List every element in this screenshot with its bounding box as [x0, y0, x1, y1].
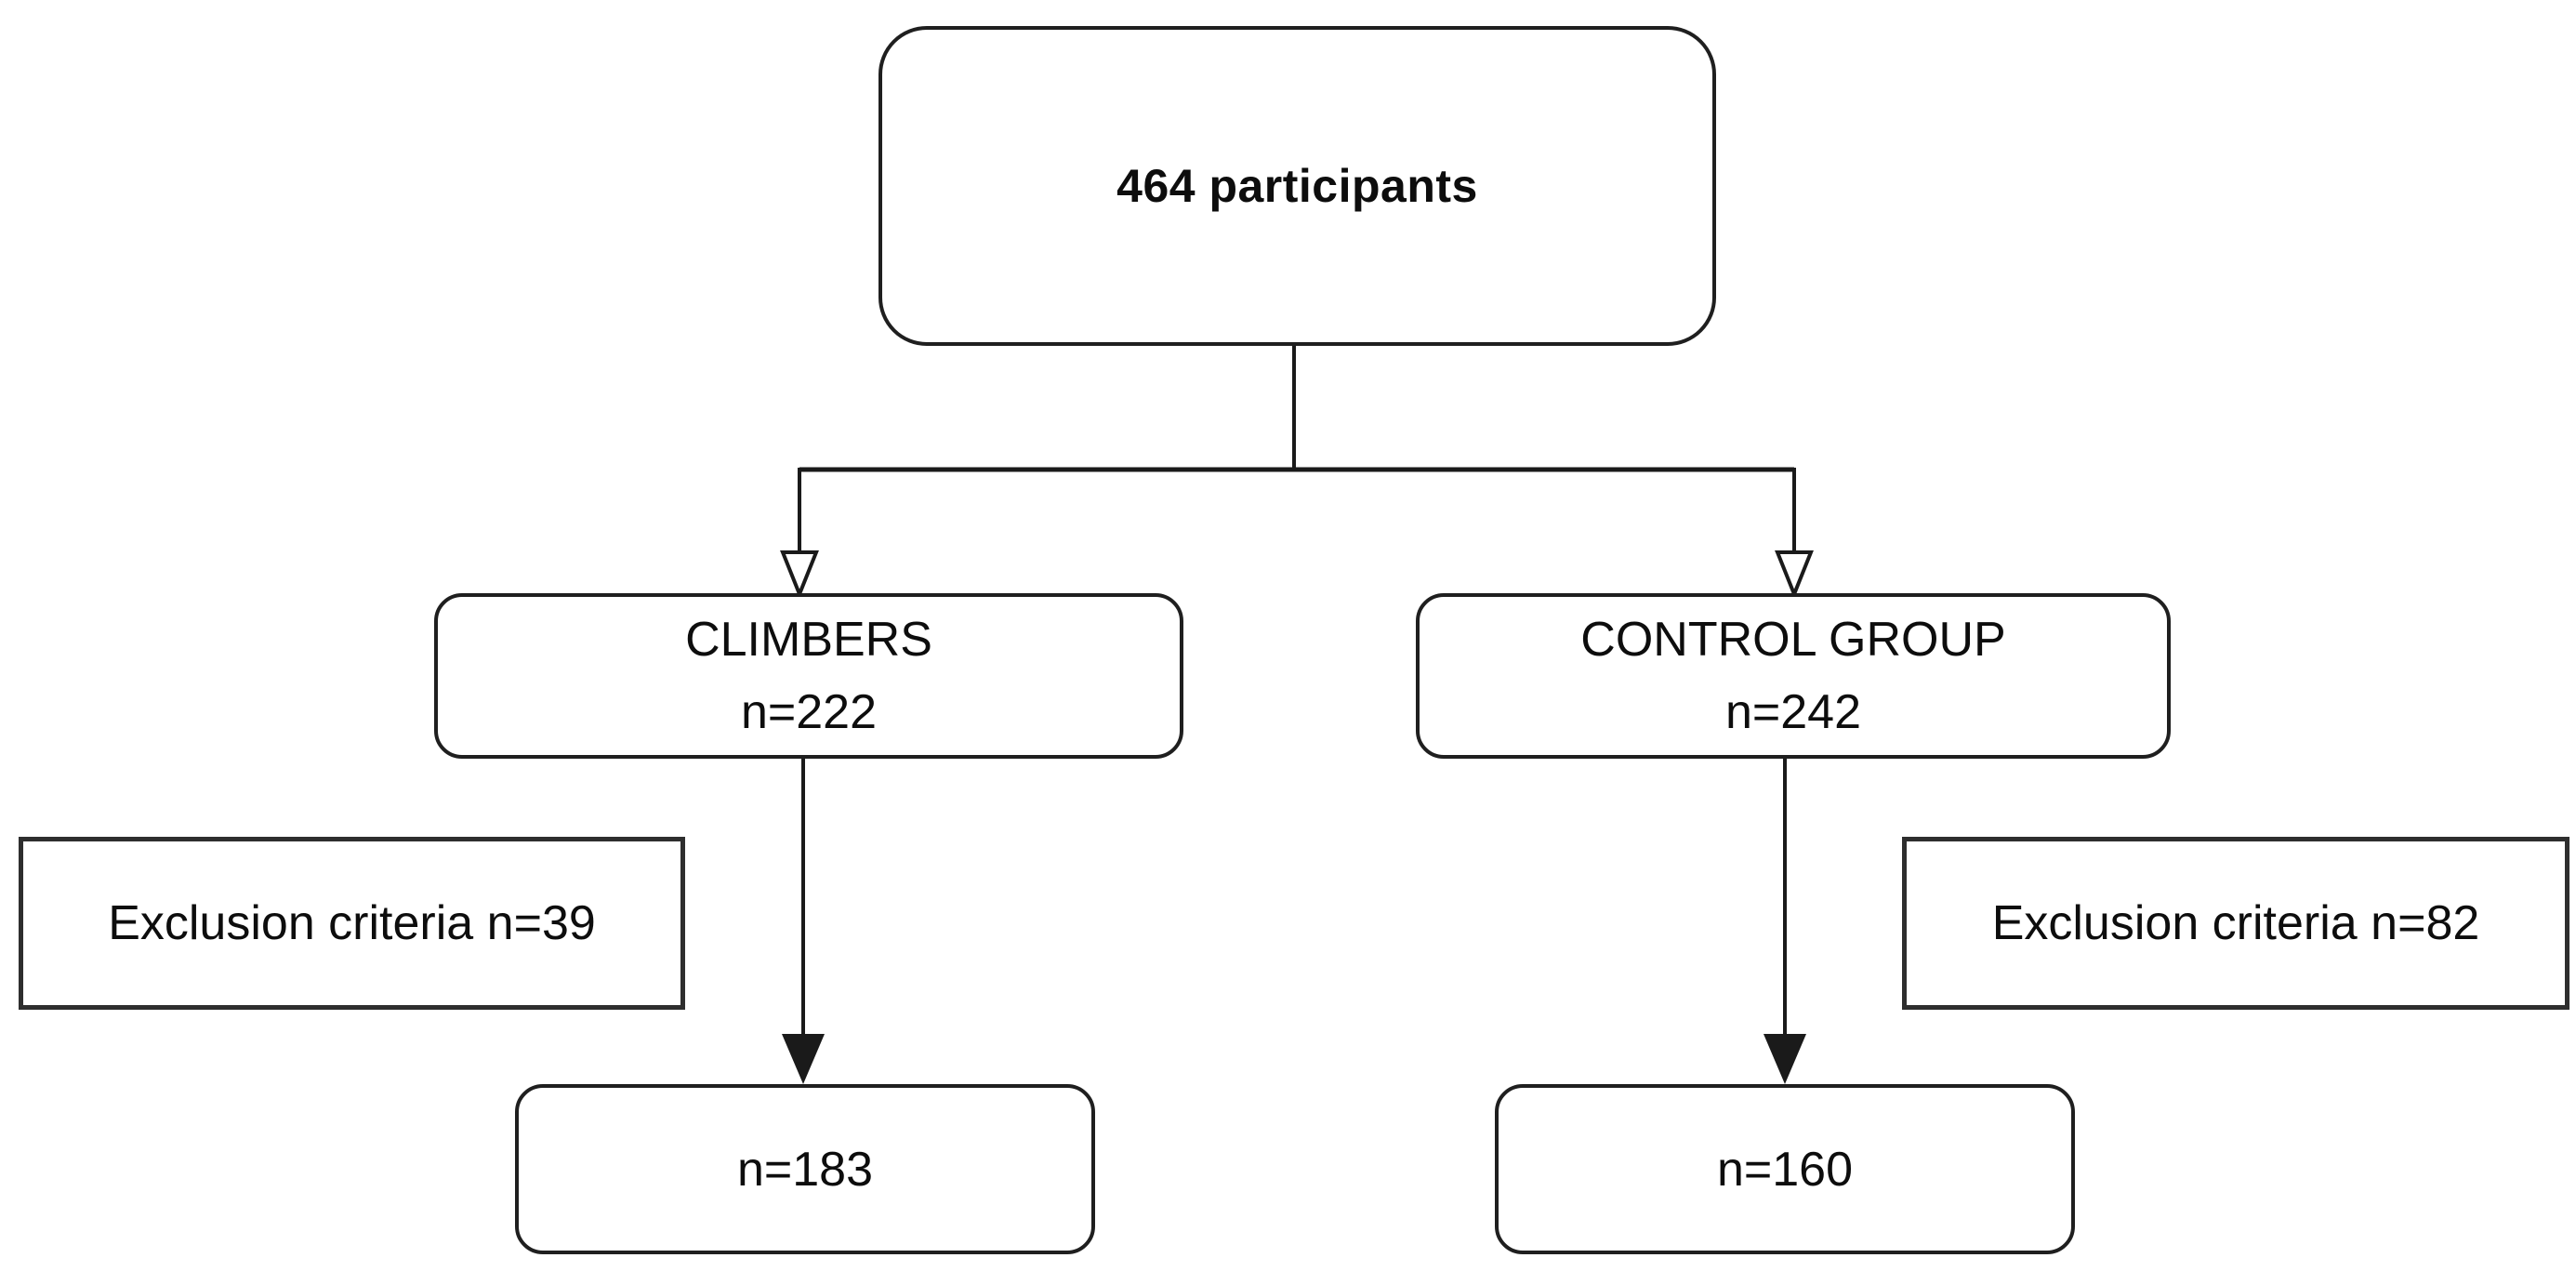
control-group-count: n=242 [1724, 685, 1862, 739]
control-exclusion-criteria-box: Exclusion criteria n=82 [1902, 837, 2569, 1010]
climbers-final-count-box: n=183 [515, 1084, 1095, 1254]
solid-arrowhead-climbers-final [782, 1034, 825, 1084]
total-participants-box: 464 participants [878, 26, 1716, 346]
control-group-title: CONTROL GROUP [1580, 613, 2006, 667]
climbers-exclusion-criteria-box: Exclusion criteria n=39 [19, 837, 685, 1010]
open-arrowhead-climbers [780, 550, 819, 600]
climbers-group-title: CLIMBERS [685, 613, 932, 667]
control-exclusion-label: Exclusion criteria n=82 [1991, 896, 2480, 950]
control-final-count-box: n=160 [1495, 1084, 2075, 1254]
climbers-exclusion-label: Exclusion criteria n=39 [108, 896, 596, 950]
open-arrowhead-control [1775, 550, 1814, 600]
climbers-group-count: n=222 [740, 685, 878, 739]
control-group-box: CONTROL GROUP n=242 [1416, 593, 2171, 759]
control-final-count-label: n=160 [1716, 1142, 1854, 1197]
solid-arrowhead-control-final [1764, 1034, 1806, 1084]
total-participants-label: 464 participants [1116, 160, 1478, 212]
climbers-group-box: CLIMBERS n=222 [434, 593, 1183, 759]
climbers-final-count-label: n=183 [736, 1142, 874, 1197]
